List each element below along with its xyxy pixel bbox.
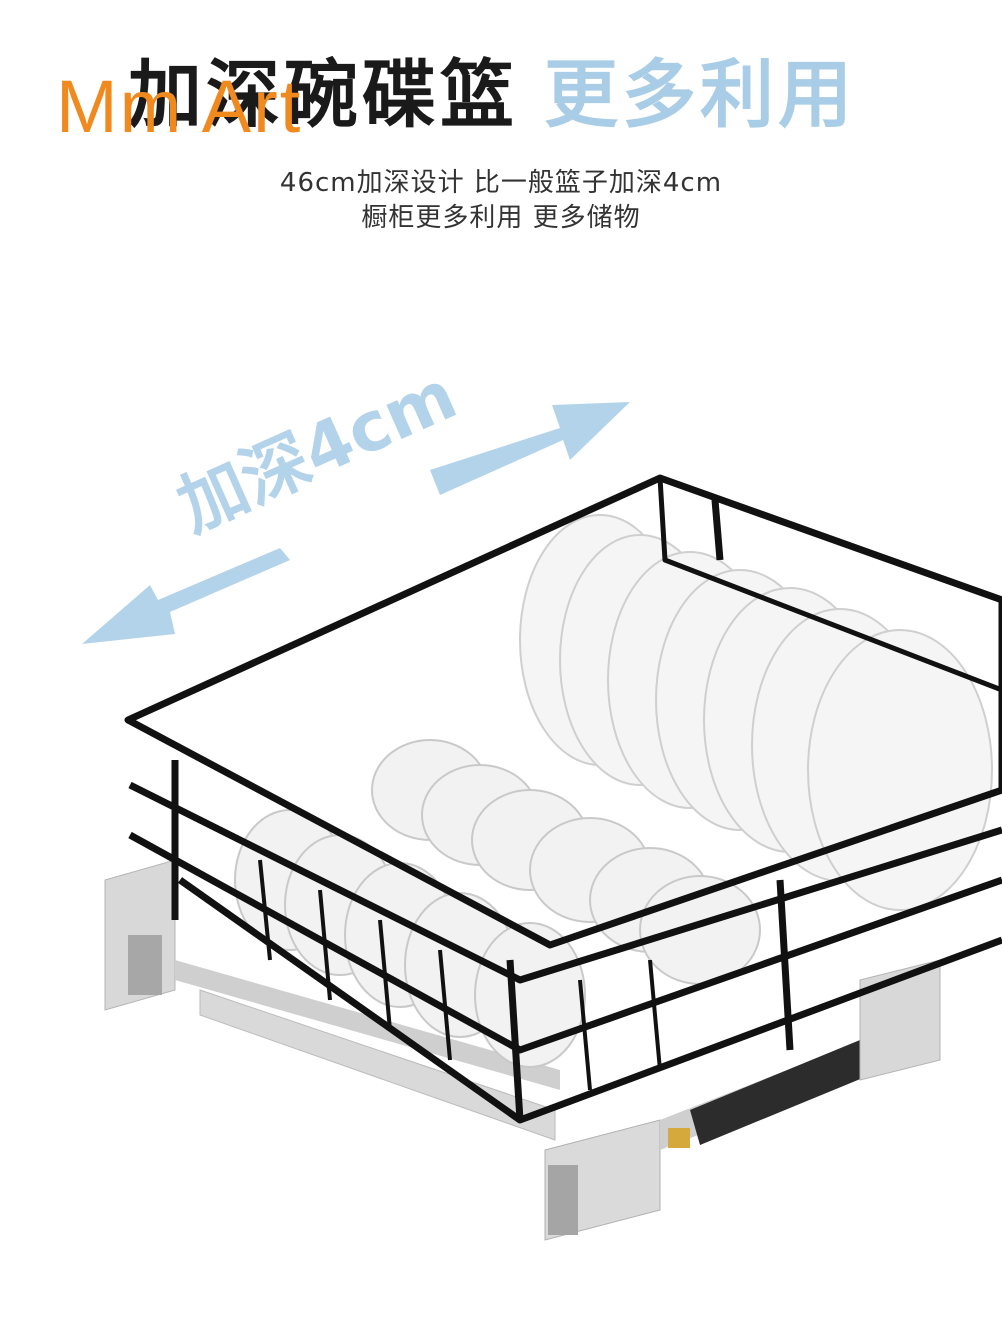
- subtitle-line-2: 橱柜更多利用 更多储物: [361, 203, 641, 233]
- watermark: Mm Art: [56, 65, 303, 148]
- bowls: [234, 739, 761, 1068]
- headline: 加深碗碟篮更多利用: [128, 58, 856, 132]
- wire-basket: [124, 474, 1002, 1124]
- headline-dark: 加深碗碟篮: [128, 52, 518, 138]
- arrow-right: [430, 402, 630, 495]
- plates: [519, 514, 993, 911]
- headline-light: 更多利用: [544, 52, 856, 138]
- subtitle-line-1: 46cm加深设计 比一般篮子加深4cm: [279, 168, 723, 198]
- slide-rails: [104, 859, 941, 1241]
- depth-arrows: [82, 402, 630, 644]
- arrow-left: [82, 548, 290, 644]
- dish-basket-image: [82, 402, 1002, 1241]
